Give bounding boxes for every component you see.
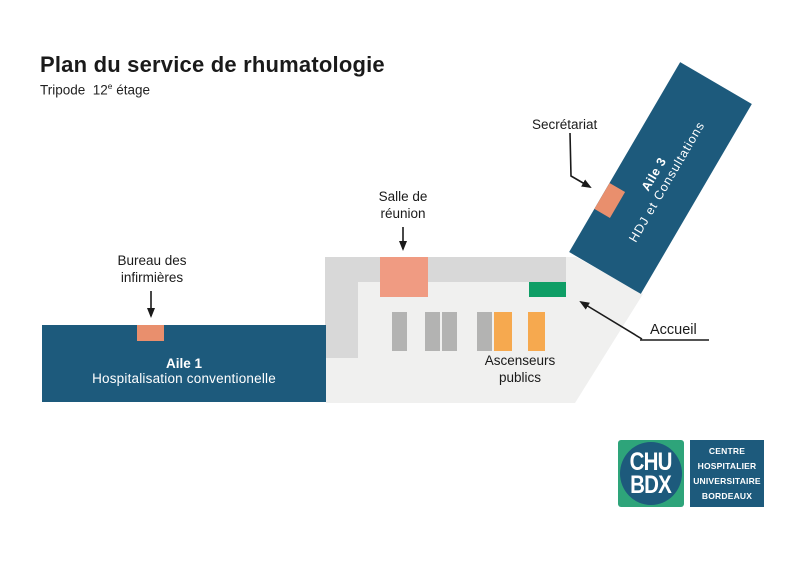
subtitle-superscript: e: [107, 81, 113, 91]
wing-aile1-name: Aile 1: [165, 356, 203, 371]
logo-badge-text: CHU BDX: [630, 447, 673, 499]
label-nurses-office-line2: infirmières: [120, 270, 184, 285]
label-public-elevators: Ascenseurs publics: [460, 352, 580, 386]
logo-blue-circle: CHU BDX: [620, 442, 682, 505]
logo-org-line2: HOSPITALIER: [697, 460, 757, 471]
logo-badge-line1: CHU: [630, 447, 673, 476]
logo-org-line1: CENTRE: [708, 445, 746, 456]
subtitle-prefix: Tripode 12: [40, 82, 108, 98]
label-meeting-room-line2: réunion: [380, 206, 426, 221]
page-title: Plan du service de rhumatologie: [40, 52, 385, 77]
label-secretariat: Secrétariat: [532, 117, 598, 132]
logo-org-box: CENTRE HOSPITALIER UNIVERSITAIRE BORDEAU…: [690, 440, 764, 507]
logo-green-badge: CHU BDX: [618, 440, 684, 507]
wing-aile1-description: Hospitalisation conventionelle: [92, 371, 276, 386]
label-public-elevators-line2: publics: [498, 370, 542, 385]
label-meeting-room-line1: Salle de: [378, 189, 428, 204]
logo-org-line4: BORDEAUX: [701, 490, 753, 501]
label-public-elevators-line1: Ascenseurs: [484, 353, 556, 368]
corridor-column: [325, 257, 358, 358]
nurses-office-marker: [137, 325, 164, 341]
label-nurses-office-line1: Bureau des: [117, 253, 187, 268]
elevator-bar-gray-3: [442, 312, 457, 351]
elevator-bar-orange-1: [494, 312, 512, 351]
reception-marker: [529, 282, 566, 297]
label-nurses-office: Bureau des infirmières: [92, 252, 212, 286]
logo-org-line3: UNIVERSITAIRE: [693, 475, 761, 486]
elevator-bar-gray-2: [425, 312, 440, 351]
logo-badge-line2: BDX: [630, 470, 673, 499]
page-subtitle: Tripode 12e étage: [40, 81, 150, 98]
elevator-bar-gray-1: [392, 312, 407, 351]
corridor-band: [325, 257, 566, 282]
elevator-bar-orange-2: [528, 312, 545, 351]
chu-bordeaux-logo: CHU BDX CENTRE HOSPITALIER UNIVERSITAIRE…: [618, 440, 764, 507]
meeting-room-marker: [380, 257, 428, 297]
label-reception: Accueil: [650, 322, 697, 338]
wing-aile1: Aile 1 Hospitalisation conventionelle: [42, 325, 326, 402]
elevator-bar-gray-4: [477, 312, 492, 351]
label-meeting-room: Salle de réunion: [343, 188, 463, 222]
subtitle-suffix: étage: [112, 82, 150, 98]
